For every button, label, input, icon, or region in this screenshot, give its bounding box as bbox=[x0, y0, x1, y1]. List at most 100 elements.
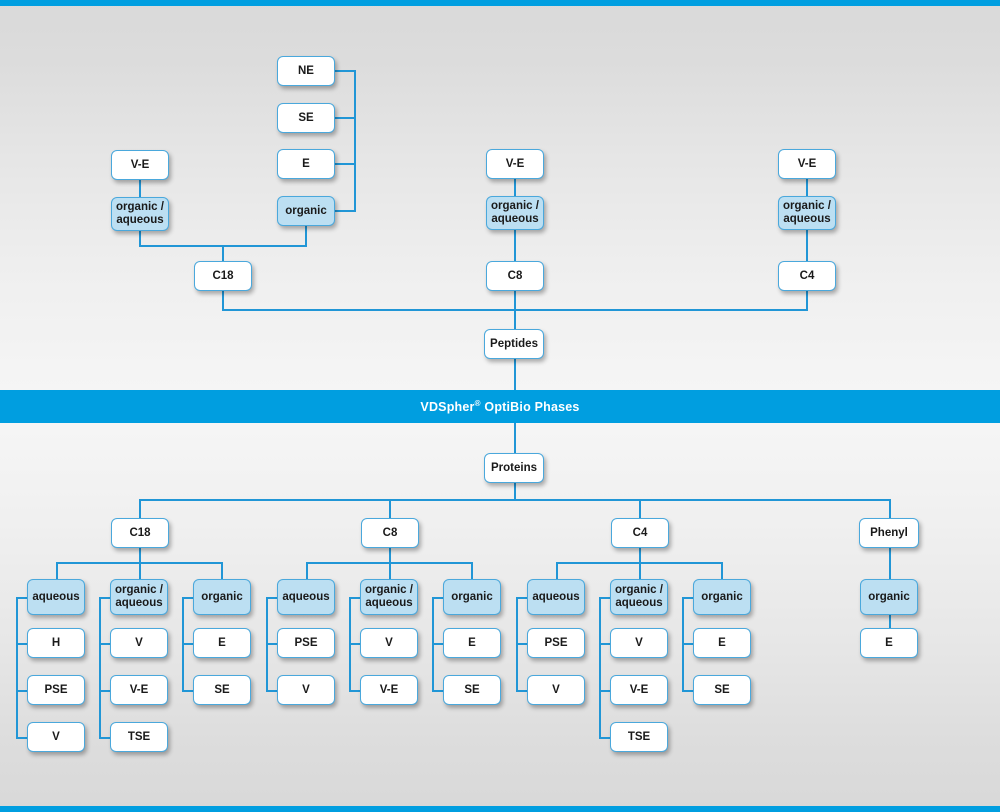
proteins-c8-organic-item[interactable]: SE bbox=[443, 675, 501, 705]
peptides-c18-parent-ve[interactable]: V-E bbox=[111, 150, 169, 180]
proteins-c18-organic-aqueous-item[interactable]: TSE bbox=[110, 722, 168, 752]
connector bbox=[222, 291, 224, 310]
top-accent-bar bbox=[0, 0, 1000, 6]
connector bbox=[514, 483, 516, 500]
connector bbox=[556, 562, 558, 579]
section-banner: VDSpher® OptiBio Phases bbox=[0, 390, 1000, 423]
connector bbox=[599, 597, 611, 599]
connector bbox=[354, 70, 356, 211]
proteins-sorbent-c8[interactable]: C8 bbox=[361, 518, 419, 548]
proteins-c8-organic-aqueous-item[interactable]: V bbox=[360, 628, 418, 658]
connector bbox=[806, 179, 808, 196]
peptides-c4-mode-organic-aqueous[interactable]: organic / aqueous bbox=[778, 196, 836, 230]
connector bbox=[349, 597, 361, 599]
proteins-c18-organic-item[interactable]: E bbox=[193, 628, 251, 658]
connector bbox=[99, 597, 101, 739]
connector bbox=[682, 597, 694, 599]
connector bbox=[682, 643, 694, 645]
proteins-c18-aqueous-item[interactable]: H bbox=[27, 628, 85, 658]
connector bbox=[16, 597, 28, 599]
peptides-c18-mode-organic[interactable]: organic bbox=[277, 196, 335, 226]
connector bbox=[335, 70, 356, 72]
connector bbox=[471, 562, 473, 579]
proteins-sorbent-phenyl[interactable]: Phenyl bbox=[859, 518, 919, 548]
connector bbox=[305, 226, 307, 246]
connector bbox=[806, 291, 808, 310]
connector bbox=[99, 643, 111, 645]
connector bbox=[182, 597, 194, 599]
proteins-c4-organic-aqueous-item[interactable]: V bbox=[610, 628, 668, 658]
proteins-c8-mode-organic-aqueous[interactable]: organic / aqueous bbox=[360, 579, 418, 615]
peptides-c18-parent-se[interactable]: SE bbox=[277, 103, 335, 133]
proteins-c4-organic-aqueous-item[interactable]: TSE bbox=[610, 722, 668, 752]
proteins-sorbent-c18[interactable]: C18 bbox=[111, 518, 169, 548]
proteins-c4-organic-item[interactable]: E bbox=[693, 628, 751, 658]
connector bbox=[16, 690, 28, 692]
connector bbox=[389, 548, 391, 563]
connector bbox=[139, 180, 141, 197]
connector bbox=[139, 499, 141, 518]
connector bbox=[335, 163, 356, 165]
proteins-c4-mode-organic[interactable]: organic bbox=[693, 579, 751, 615]
connector bbox=[599, 737, 611, 739]
connector bbox=[182, 690, 194, 692]
connector bbox=[349, 690, 361, 692]
connector bbox=[516, 690, 528, 692]
peptides-c18-parent-e[interactable]: E bbox=[277, 149, 335, 179]
proteins-c18-aqueous-item[interactable]: PSE bbox=[27, 675, 85, 705]
peptides-root[interactable]: Peptides bbox=[484, 329, 544, 359]
proteins-c18-organic-aqueous-item[interactable]: V bbox=[110, 628, 168, 658]
connector bbox=[516, 643, 528, 645]
connector bbox=[99, 737, 111, 739]
connector bbox=[222, 245, 224, 261]
proteins-root[interactable]: Proteins bbox=[484, 453, 544, 483]
proteins-c18-mode-organic[interactable]: organic bbox=[193, 579, 251, 615]
proteins-c8-aqueous-item[interactable]: V bbox=[277, 675, 335, 705]
proteins-c4-aqueous-item[interactable]: V bbox=[527, 675, 585, 705]
peptides-c8-parent-ve[interactable]: V-E bbox=[486, 149, 544, 179]
connector bbox=[306, 562, 308, 579]
proteins-phenyl-mode-organic[interactable]: organic bbox=[860, 579, 918, 615]
proteins-c18-aqueous-item[interactable]: V bbox=[27, 722, 85, 752]
peptides-c18-mode-organic-aqueous[interactable]: organic / aqueous bbox=[111, 197, 169, 231]
proteins-c18-mode-aqueous[interactable]: aqueous bbox=[27, 579, 85, 615]
peptides-sorbent-c18[interactable]: C18 bbox=[194, 261, 252, 291]
bottom-accent-bar bbox=[0, 806, 1000, 812]
proteins-c8-mode-organic[interactable]: organic bbox=[443, 579, 501, 615]
peptides-c4-parent-ve[interactable]: V-E bbox=[778, 149, 836, 179]
peptides-sorbent-c8[interactable]: C8 bbox=[486, 261, 544, 291]
connector bbox=[99, 597, 111, 599]
connector bbox=[682, 690, 694, 692]
connector bbox=[889, 548, 891, 579]
proteins-c4-organic-aqueous-item[interactable]: V-E bbox=[610, 675, 668, 705]
connector bbox=[389, 499, 391, 518]
proteins-c4-organic-item[interactable]: SE bbox=[693, 675, 751, 705]
proteins-c8-organic-aqueous-item[interactable]: V-E bbox=[360, 675, 418, 705]
connector bbox=[335, 117, 356, 119]
connector bbox=[432, 690, 444, 692]
connector bbox=[139, 562, 141, 579]
proteins-c8-mode-aqueous[interactable]: aqueous bbox=[277, 579, 335, 615]
connector bbox=[514, 230, 516, 261]
connector bbox=[639, 499, 641, 518]
connector bbox=[432, 597, 444, 599]
peptides-c18-parent-ne[interactable]: NE bbox=[277, 56, 335, 86]
peptides-sorbent-c4[interactable]: C4 bbox=[778, 261, 836, 291]
connector bbox=[514, 179, 516, 196]
proteins-c18-organic-aqueous-item[interactable]: V-E bbox=[110, 675, 168, 705]
peptides-c8-mode-organic-aqueous[interactable]: organic / aqueous bbox=[486, 196, 544, 230]
proteins-c18-mode-organic-aqueous[interactable]: organic / aqueous bbox=[110, 579, 168, 615]
connector bbox=[889, 499, 891, 518]
connector bbox=[389, 562, 391, 579]
proteins-c8-organic-item[interactable]: E bbox=[443, 628, 501, 658]
proteins-c4-mode-aqueous[interactable]: aqueous bbox=[527, 579, 585, 615]
proteins-phenyl-organic-item[interactable]: E bbox=[860, 628, 918, 658]
connector bbox=[139, 548, 141, 563]
proteins-c4-aqueous-item[interactable]: PSE bbox=[527, 628, 585, 658]
proteins-c4-mode-organic-aqueous[interactable]: organic / aqueous bbox=[610, 579, 668, 615]
proteins-sorbent-c4[interactable]: C4 bbox=[611, 518, 669, 548]
connector bbox=[16, 597, 18, 739]
proteins-c8-aqueous-item[interactable]: PSE bbox=[277, 628, 335, 658]
proteins-c18-organic-item[interactable]: SE bbox=[193, 675, 251, 705]
connector bbox=[16, 737, 28, 739]
